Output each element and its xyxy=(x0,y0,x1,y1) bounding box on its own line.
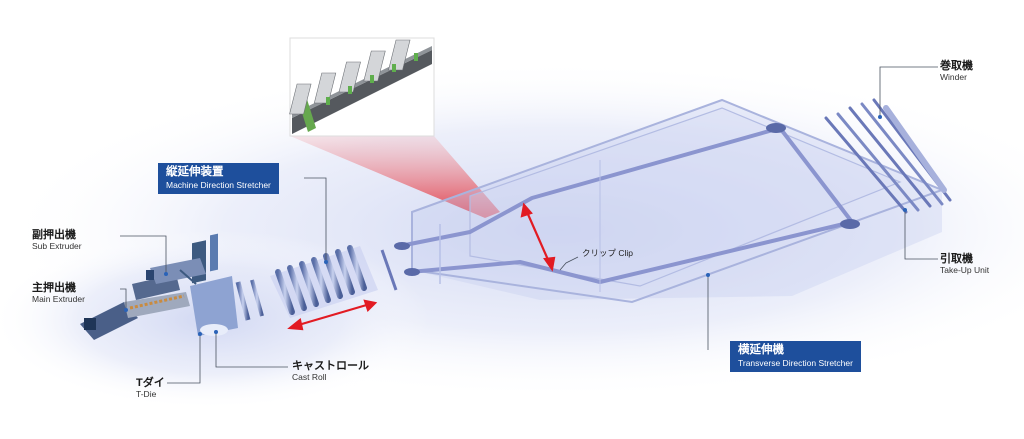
zoom-beam xyxy=(290,136,500,218)
winder-label-en: Winder xyxy=(940,71,967,82)
t-die-label: Tダイ T-Die xyxy=(136,377,165,399)
md-stretcher-label-jp: 縦延伸装置 xyxy=(166,166,224,178)
winder-rolls xyxy=(824,98,952,214)
td-stretcher-label: 横延伸機 Transverse Direction Stretcher xyxy=(730,341,861,372)
cast-roll-label-en: Cast Roll xyxy=(292,371,327,382)
cast-roll-label-jp: キャストロール xyxy=(292,360,369,372)
winder-label-jp: 巻取機 xyxy=(940,60,973,72)
take-up-label-en: Take-Up Unit xyxy=(940,264,990,275)
leader-lines xyxy=(120,66,938,384)
take-up-label: 引取機 Take-Up Unit xyxy=(940,253,989,275)
t-die-label-jp: Tダイ xyxy=(136,377,165,389)
main-extruder-label: 主押出機 Main Extruder xyxy=(32,282,85,304)
cast-roll-label: キャストロール Cast Roll xyxy=(292,360,369,382)
leader-dots xyxy=(124,115,907,336)
take-up-label-jp: 引取機 xyxy=(940,253,973,265)
md-stretcher-label: 縦延伸装置 Machine Direction Stretcher xyxy=(158,163,279,194)
main-extruder-label-en: Main Extruder xyxy=(32,293,85,304)
sub-extruder-label-jp: 副押出機 xyxy=(32,229,76,241)
sub-extruder-label-en: Sub Extruder xyxy=(32,240,82,251)
stretch-direction-arrows xyxy=(287,202,556,331)
md-stretcher-rolls xyxy=(270,245,398,318)
sub-extruder-label: 副押出機 Sub Extruder xyxy=(32,229,82,251)
winder-label: 巻取機 Winder xyxy=(940,60,973,82)
md-stretcher-label-en: Machine Direction Stretcher xyxy=(166,179,271,190)
clip-inset-photo xyxy=(289,37,435,137)
td-stretcher-label-en: Transverse Direction Stretcher xyxy=(738,357,853,368)
extruder-group xyxy=(80,233,264,340)
td-stretcher-label-jp: 横延伸機 xyxy=(738,344,784,356)
clip-label: クリップ Clip xyxy=(582,248,634,258)
main-extruder-label-jp: 主押出機 xyxy=(32,282,76,294)
t-die-label-en: T-Die xyxy=(136,388,157,399)
